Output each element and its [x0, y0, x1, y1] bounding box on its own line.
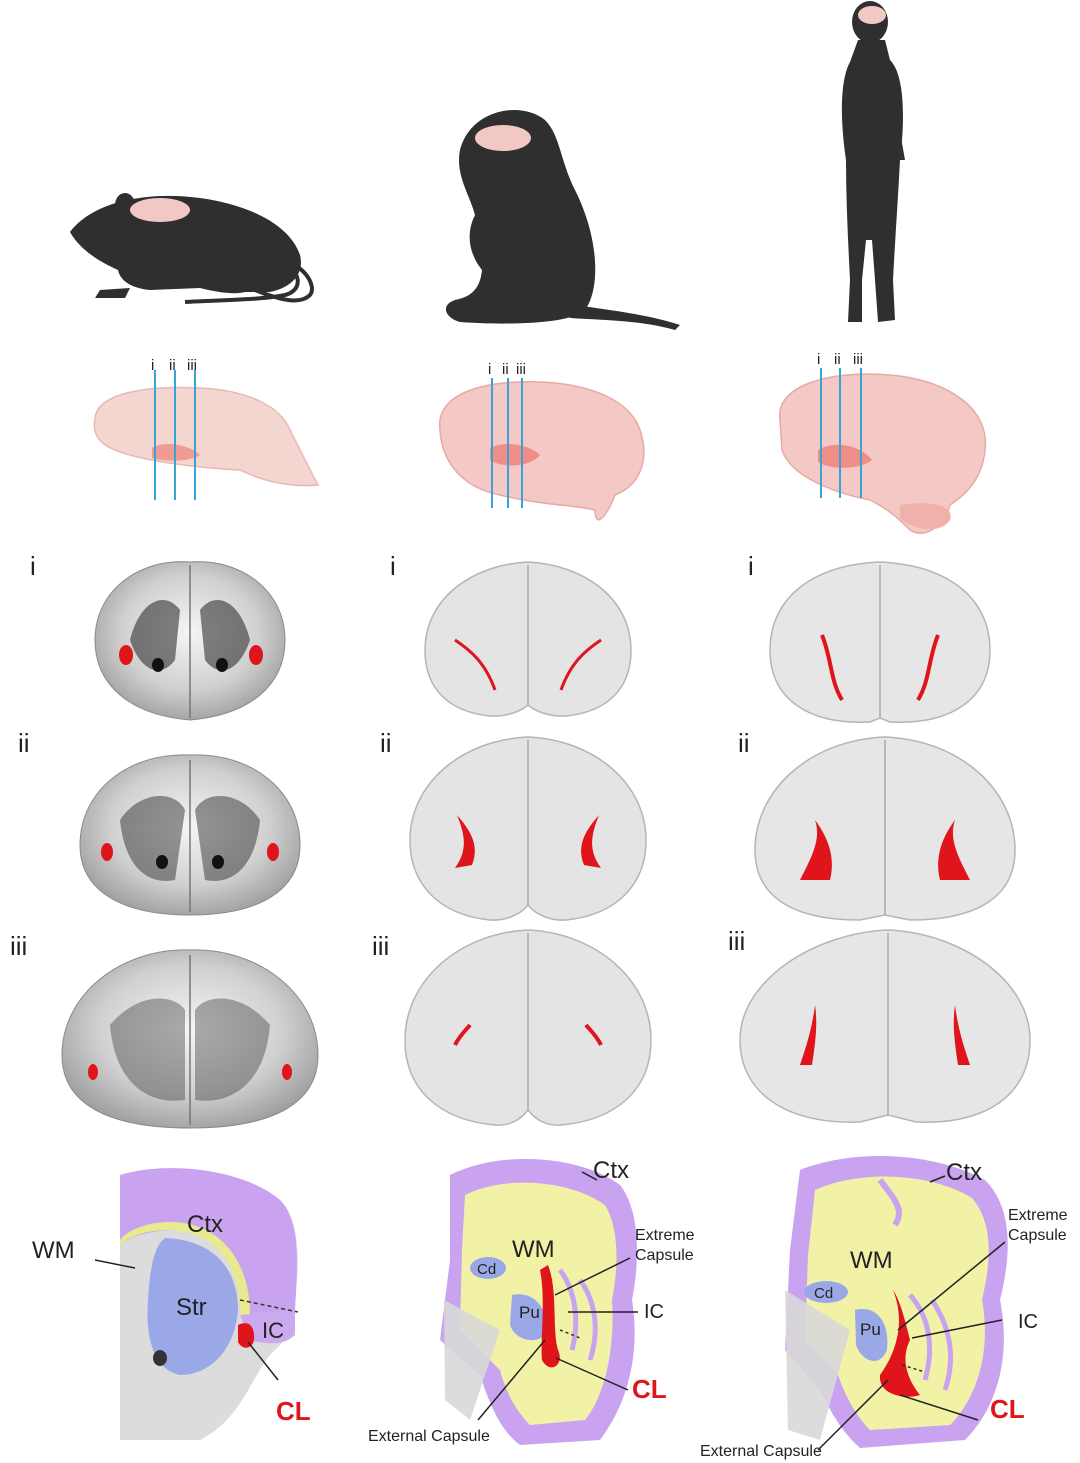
human-label-wm: WM [850, 1247, 893, 1274]
human-label-extreme-2: Capsule [1008, 1227, 1067, 1244]
monkey-label-extreme-2: Capsule [635, 1247, 694, 1264]
monkey-tick-iii: iii [516, 361, 526, 378]
human-label-ctx: Ctx [946, 1159, 982, 1186]
mouse-lateral-brain: i ii iii [93, 357, 320, 500]
mouse-detail-hemisphere: Ctx WM Str IC CL [32, 1168, 311, 1440]
monkey-label-wm: WM [512, 1236, 555, 1263]
monkey-section-ii [409, 736, 647, 921]
human-section-i [769, 561, 991, 723]
monkey-tick-i: i [488, 361, 491, 378]
human-silhouette [841, 1, 905, 322]
mouse-label-wm: WM [32, 1237, 75, 1264]
monkey-label-ctx: Ctx [593, 1157, 629, 1184]
human-section-ii [754, 736, 1016, 921]
row-label-ii-monkey: ii [380, 728, 392, 758]
row-label-iii-human: iii [728, 926, 745, 956]
human-tick-ii: ii [834, 351, 841, 368]
mouse-label-ctx: Ctx [187, 1211, 223, 1238]
monkey-label-pu: Pu [519, 1303, 540, 1322]
row-label-i-mouse: i [30, 551, 36, 581]
monkey-lateral-brain: i ii iii [439, 361, 645, 521]
monkey-label-cl: CL [632, 1374, 667, 1404]
mouse-label-ic: IC [262, 1318, 284, 1343]
row-label-i-human: i [748, 551, 754, 581]
mouse-tick-i: i [151, 357, 154, 374]
mouse-label-cl: CL [276, 1396, 311, 1426]
mouse-tick-iii: iii [187, 357, 197, 374]
human-label-cd: Cd [814, 1285, 833, 1302]
monkey-label-external: External Capsule [368, 1428, 490, 1445]
human-label-cl: CL [990, 1394, 1025, 1424]
human-tick-iii: iii [853, 351, 863, 368]
mouse-tick-ii: ii [169, 357, 176, 374]
human-tick-i: i [817, 351, 820, 368]
row-label-ii-mouse: ii [18, 728, 30, 758]
human-detail-hemisphere: Ctx WM Cd Pu Extreme Capsule IC CL Exter… [700, 1156, 1068, 1460]
monkey-silhouette [445, 110, 680, 330]
monkey-label-extreme-1: Extreme [635, 1227, 695, 1244]
row-label-iii-monkey: iii [372, 931, 389, 961]
human-lateral-brain: i ii iii [779, 351, 987, 534]
monkey-section-i [424, 561, 632, 717]
mouse-section-ii [79, 754, 301, 916]
human-label-external: External Capsule [700, 1443, 822, 1460]
row-label-i-monkey: i [390, 551, 396, 581]
monkey-label-cd: Cd [477, 1261, 496, 1278]
row-label-ii-human: ii [738, 728, 750, 758]
monkey-detail-hemisphere: Ctx WM Cd Pu Extreme Capsule IC CL Exter… [368, 1157, 695, 1445]
mouse-label-str: Str [176, 1294, 207, 1321]
mouse-section-iii [61, 949, 319, 1129]
human-section-iii [739, 929, 1031, 1123]
row-label-iii-mouse: iii [10, 931, 27, 961]
human-label-pu: Pu [860, 1320, 881, 1339]
monkey-section-iii [404, 929, 652, 1126]
mouse-section-i [94, 561, 286, 721]
human-label-ic: IC [1018, 1311, 1038, 1333]
human-label-extreme-1: Extreme [1008, 1207, 1068, 1224]
monkey-tick-ii: ii [502, 361, 509, 378]
monkey-label-ic: IC [644, 1301, 664, 1323]
mouse-silhouette [70, 193, 314, 304]
